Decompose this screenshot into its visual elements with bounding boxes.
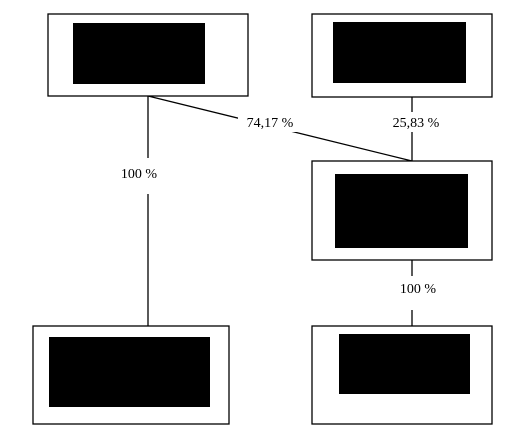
share-percentage: 100 % <box>121 167 158 182</box>
edge-label-top-left-to-middle-right: 74,17 % <box>238 112 302 132</box>
node-middle-right <box>311 160 493 261</box>
node-top-right <box>311 13 493 98</box>
label-backdrop <box>383 112 449 132</box>
node-bottom-right <box>311 325 493 425</box>
edge-label-top-left-to-bottom-left: 100 % <box>114 158 182 194</box>
redacted-label <box>335 174 468 248</box>
label-backdrop <box>114 158 182 194</box>
node-bottom-left <box>32 325 230 425</box>
label-backdrop <box>392 276 442 310</box>
edge-label-top-right-to-middle-right: 25,83 % <box>383 112 449 132</box>
redacted-label <box>73 23 205 84</box>
redacted-label <box>49 337 210 407</box>
node-top-left <box>47 13 249 97</box>
share-percentage: 25,83 % <box>393 116 440 131</box>
share-percentage: 74,17 % <box>247 116 294 131</box>
redacted-label <box>339 334 470 394</box>
share-percentage: 100 % <box>400 282 437 297</box>
redacted-label <box>333 22 466 83</box>
label-backdrop <box>238 112 302 132</box>
edge-label-middle-right-to-bottom-right: 100 % <box>392 276 442 310</box>
